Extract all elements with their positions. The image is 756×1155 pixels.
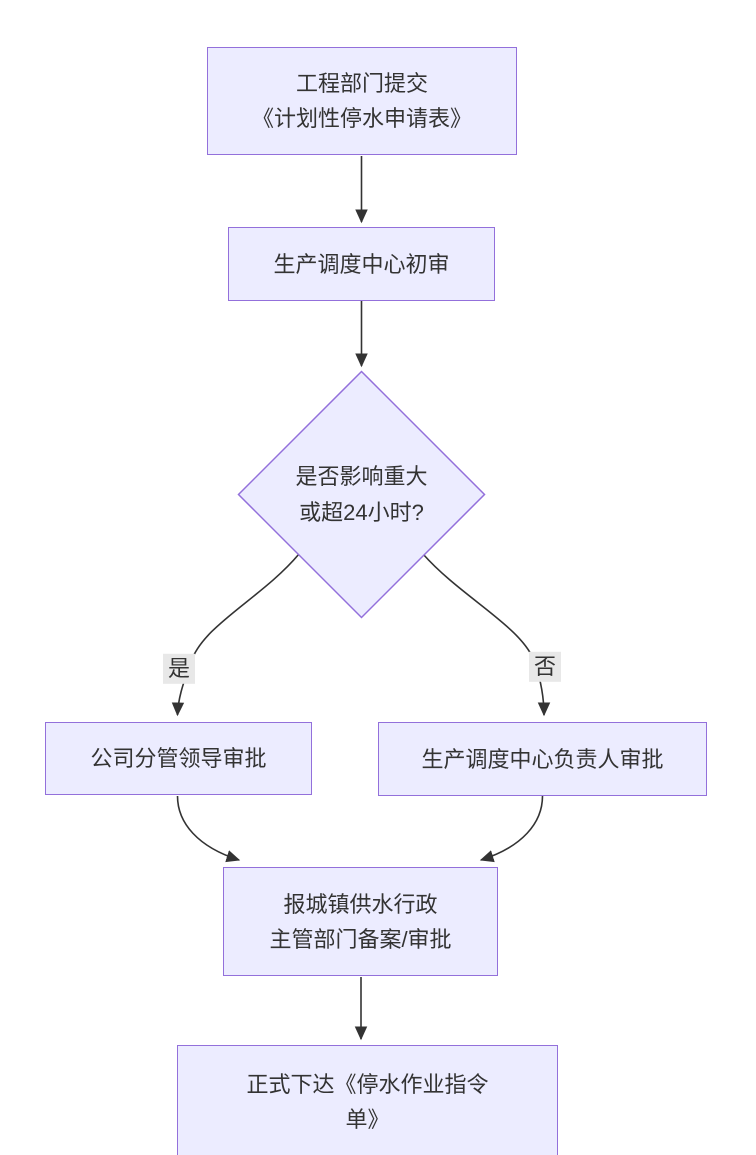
edge-label-no-text: 否 xyxy=(533,653,557,679)
flow-node-submit-label: 工程部门提交 《计划性停水申请表》 xyxy=(251,71,472,131)
edge-decision-no-to-manager xyxy=(422,553,551,717)
flow-node-decision: 是否影响重大 或超24小时? xyxy=(251,450,472,540)
flow-node-submit: 工程部门提交 《计划性停水申请表》 xyxy=(207,47,517,155)
flow-node-decision-label: 是否影响重大 或超24小时? xyxy=(295,464,428,525)
edge-decision-yes-to-leader xyxy=(171,553,300,717)
flow-node-issue-order: 正式下达《停水作业指令 单》 xyxy=(177,1045,558,1155)
edge-leader-to-report xyxy=(176,795,241,863)
flow-node-manager-approval: 生产调度中心负责人审批 xyxy=(378,722,707,796)
flow-node-leader-approval-label: 公司分管领导审批 xyxy=(90,746,267,771)
flow-node-review-label: 生产调度中心初审 xyxy=(273,251,450,277)
flow-node-report-filing: 报城镇供水行政 主管部门备案/审批 xyxy=(223,867,498,976)
flow-node-leader-approval: 公司分管领导审批 xyxy=(45,722,312,795)
edge-label-yes: 是 xyxy=(162,653,196,685)
flow-node-report-filing-label: 报城镇供水行政 主管部门备案/审批 xyxy=(269,891,452,952)
edge-manager-to-report xyxy=(479,795,544,863)
decision-diamond-shape xyxy=(237,370,486,619)
flow-node-issue-order-label: 正式下达《停水作业指令 单》 xyxy=(246,1072,489,1132)
edge-label-yes-text: 是 xyxy=(167,655,191,681)
flow-node-manager-approval-label: 生产调度中心负责人审批 xyxy=(421,746,664,772)
edge-label-no: 否 xyxy=(528,651,562,683)
flow-node-review: 生产调度中心初审 xyxy=(228,227,495,301)
